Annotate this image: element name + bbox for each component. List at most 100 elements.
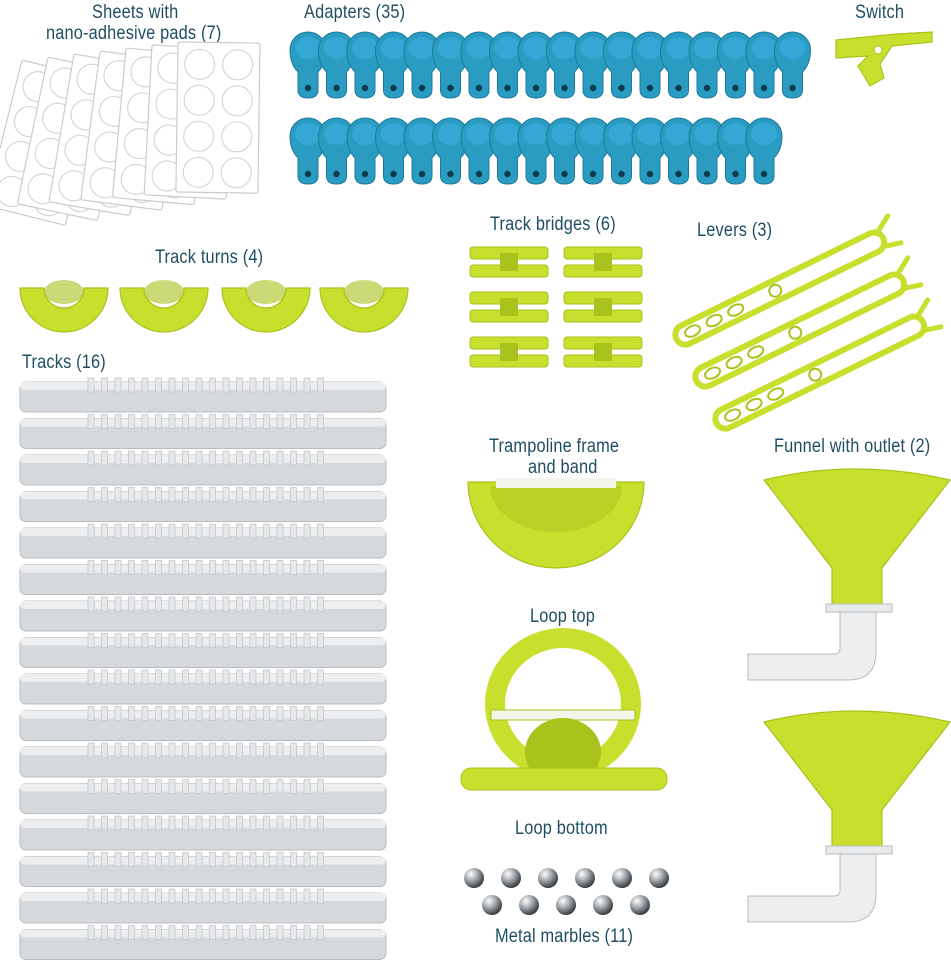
- lever-frame: [692, 271, 908, 390]
- track-tooth: [114, 596, 122, 612]
- adapter-top: [380, 123, 407, 145]
- track-tooth: [168, 706, 176, 721]
- adapter-top: [580, 123, 606, 145]
- track-tooth: [128, 414, 135, 429]
- adapter-top: [494, 123, 521, 145]
- track-tooth: [249, 377, 257, 393]
- adapter-hole: [618, 84, 625, 92]
- track-tooth: [317, 925, 324, 940]
- track-tooth: [303, 633, 311, 648]
- adapter: [602, 117, 641, 185]
- track-tooth: [141, 560, 149, 575]
- adhesive-pad: [183, 120, 215, 152]
- track-tooth: [182, 779, 189, 794]
- track-tooth: [290, 596, 297, 612]
- marble: [538, 868, 558, 888]
- track-tooth: [155, 852, 162, 867]
- track-tooth: [249, 487, 257, 502]
- adapter-hole: [475, 84, 483, 92]
- track-tooth: [195, 560, 203, 575]
- track-tooth: [195, 852, 203, 867]
- track-tooth: [263, 377, 270, 393]
- turn-hub: [246, 280, 286, 304]
- track-tooth: [276, 414, 284, 429]
- adapter: [716, 117, 755, 185]
- track-tooth: [128, 596, 135, 612]
- track-tooth: [317, 779, 324, 794]
- track: [19, 523, 387, 559]
- track-tooth: [276, 779, 284, 794]
- track-tooth: [209, 852, 216, 867]
- track-tooth: [195, 815, 203, 831]
- track-tooth: [263, 815, 270, 831]
- adhesive-pad: [221, 85, 253, 117]
- lever-slot: [727, 303, 745, 317]
- adapter-hole: [532, 170, 540, 178]
- adapter-hole: [589, 84, 597, 92]
- track-tooth: [209, 560, 216, 575]
- track-tooth: [317, 596, 324, 612]
- adapter-hole: [589, 170, 597, 178]
- adapter: [403, 117, 441, 185]
- adapter-hole: [447, 84, 454, 92]
- track-tooth: [249, 450, 257, 466]
- track-tooth: [101, 560, 108, 575]
- track-tooth: [182, 669, 189, 685]
- track-tooth: [263, 888, 270, 904]
- track-tooth: [222, 742, 230, 758]
- adhesive-pad: [184, 48, 216, 80]
- adapter-top: [437, 37, 464, 59]
- track-tooth: [236, 596, 243, 612]
- track-bridge: [469, 336, 549, 368]
- track-tooth: [236, 377, 243, 393]
- adapter-hole: [304, 84, 312, 92]
- track-tooth: [141, 852, 149, 867]
- track-tooth: [155, 742, 162, 758]
- track-tooth: [209, 669, 216, 685]
- track-tooth: [222, 888, 230, 904]
- track-tooth: [141, 669, 149, 685]
- track-tooth: [222, 414, 230, 429]
- track-tooth: [276, 450, 284, 466]
- lever-frame: [672, 229, 888, 348]
- track-tooth: [168, 925, 176, 940]
- adapter: [631, 117, 669, 185]
- turn-hub: [144, 280, 184, 304]
- adapter: [574, 31, 612, 99]
- track-bridge: [563, 246, 643, 278]
- track-tooth: [317, 742, 324, 758]
- adapter-hole: [646, 170, 654, 178]
- track-tooth: [209, 414, 216, 429]
- tracks-label: Tracks (16): [22, 352, 106, 373]
- loop-bottom-label: Loop bottom: [515, 818, 608, 839]
- lever-pivot: [788, 325, 803, 340]
- track-tooth: [222, 815, 230, 831]
- adapter-hole: [618, 170, 625, 178]
- track-tooth: [141, 888, 149, 904]
- adapter: [659, 31, 698, 99]
- levers-label: Levers (3): [697, 220, 773, 241]
- track-tooth: [101, 377, 108, 393]
- track: [19, 596, 387, 632]
- track: [19, 925, 387, 960]
- adapter: [745, 117, 783, 185]
- lever-fork: [895, 255, 924, 291]
- track-tooth: [209, 523, 216, 539]
- track-tooth: [249, 742, 257, 758]
- track-tooth: [168, 742, 176, 758]
- funnel-outlet: [747, 853, 877, 923]
- adapter-top: [352, 123, 378, 145]
- track: [19, 706, 387, 741]
- adapter: [431, 31, 470, 99]
- track-tooth: [276, 377, 284, 393]
- adapter: [346, 31, 384, 99]
- track-tooth: [317, 414, 324, 429]
- track-tooth: [141, 414, 149, 429]
- track-tooth: [182, 596, 189, 612]
- track: [19, 815, 387, 851]
- track-tooth: [236, 633, 243, 648]
- track-tooth: [222, 523, 230, 539]
